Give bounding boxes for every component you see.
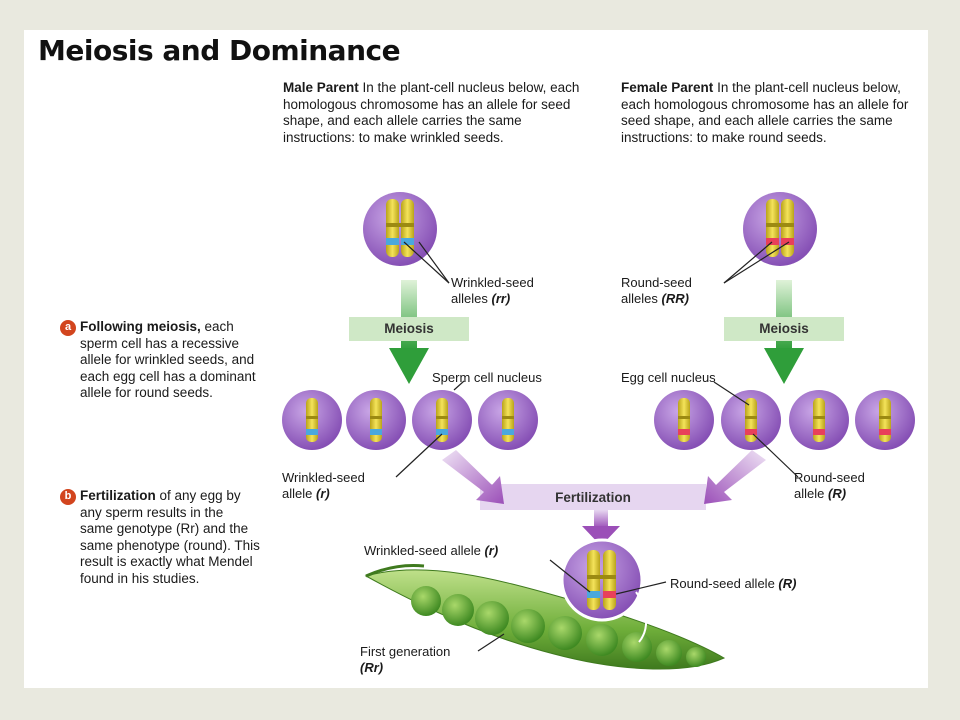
offspring-nucleus [560,538,644,622]
step-b-text: Fertilization of any egg by any sperm re… [80,488,260,586]
fertilization-arrow-left [442,450,504,504]
pea [475,601,509,635]
male-parent-text: In the plant-cell nucleus below, each ho… [283,80,580,145]
male-parent-description: Male Parent In the plant-cell nucleus be… [283,80,583,146]
female-parent-description: Female Parent In the plant-cell nucleus … [621,80,911,146]
sperm-allele-label: Wrinkled-seed allele (r) [282,470,365,501]
pea-pod [364,564,726,670]
fertilization-arrow-right [704,450,766,504]
egg-cell [721,390,781,450]
male-meiosis-band [349,317,469,341]
fertilization-arrow-down [582,510,620,546]
female-meiosis-band [724,317,844,341]
sperm-cell [412,390,472,450]
female-parent-text: In the plant-cell nucleus below, each ho… [621,80,909,145]
step-a-text: Following meiosis, each sperm cell has a… [80,319,256,400]
round-allele-marker [781,238,794,245]
egg-nucleus-label: Egg cell nucleus [621,370,716,385]
fertilization-band [480,484,706,510]
sperm-nucleus-label: Sperm cell nucleus [432,370,542,385]
offspring-round-label: Round-seed allele (R) [670,576,797,591]
pea [411,586,441,616]
pea [586,624,618,656]
pea [511,609,545,643]
pea [656,640,682,666]
male-alleles-label: Wrinkled-seed alleles (rr) [451,275,534,306]
male-parent-heading: Male Parent [283,80,359,95]
wrinkled-allele-marker [386,238,399,245]
female-parent-heading: Female Parent [621,80,714,95]
wrinkled-allele-marker [401,238,414,245]
fertilization-label: Fertilization [555,490,631,505]
step-b-badge: b [60,489,76,505]
male-meiosis-label: Meiosis [384,321,434,336]
pea [442,594,474,626]
male-parent-nucleus [363,192,437,266]
round-allele-marker [766,238,779,245]
diagram-panel: Meiosis and Dominance Male Parent In the… [24,30,928,688]
sperm-cell [478,390,538,450]
egg-cell [654,390,714,450]
first-generation-label: First generation (Rr) [360,644,451,675]
pea [622,632,652,662]
sperm-cell [282,390,342,450]
egg-allele-label: Round-seed allele (R) [794,470,865,501]
sperm-cell [346,390,406,450]
female-meiosis-label: Meiosis [759,321,809,336]
page-title: Meiosis and Dominance [38,34,401,67]
egg-cell [789,390,849,450]
step-a-badge: a [60,320,76,336]
diagram-artwork [282,192,915,670]
offspring-wrinkled-label: Wrinkled-seed allele (r) [364,543,499,558]
pea [686,647,706,667]
female-parent-nucleus [743,192,817,266]
pea [548,616,582,650]
female-alleles-label: Round-seed alleles (RR) [621,275,692,306]
egg-cell [855,390,915,450]
